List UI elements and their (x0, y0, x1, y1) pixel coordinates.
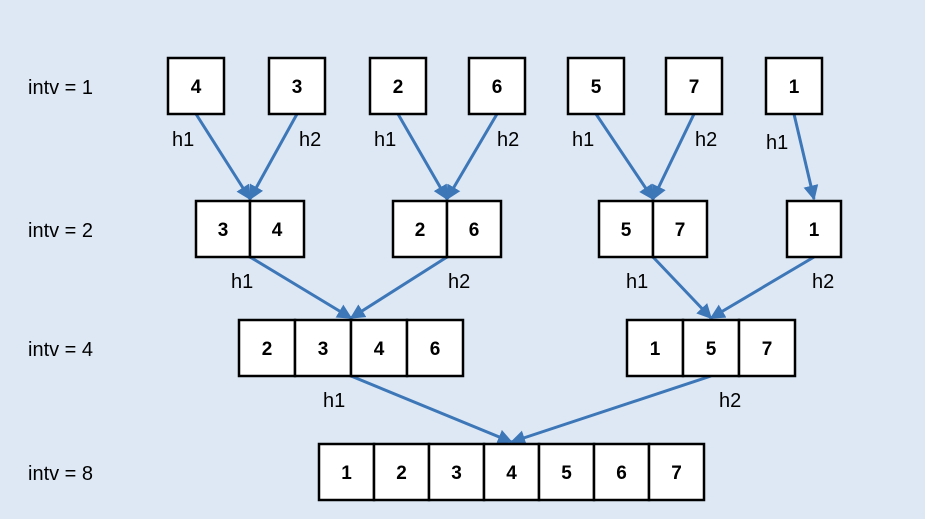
cell-value: 5 (706, 339, 717, 360)
h-label: h2 (812, 271, 834, 293)
cell-box (293, 318, 353, 378)
cell-group: 2 3 4 6 (237, 318, 465, 378)
cell-value: 6 (430, 339, 441, 360)
cell-value: 5 (561, 463, 572, 484)
cell-box (651, 199, 709, 259)
cell-value: 2 (415, 220, 426, 241)
cell-box (566, 56, 626, 116)
merge-arrow (350, 374, 513, 444)
row-label: intv = 1 (28, 77, 93, 99)
cell-box (166, 56, 226, 116)
cell-value: 2 (396, 463, 407, 484)
h-label: h1 (766, 132, 788, 154)
h-label: h2 (497, 129, 519, 151)
cell-box (248, 199, 306, 259)
cell-box (368, 56, 428, 116)
h-label: h1 (172, 129, 194, 151)
cell-box (445, 199, 503, 259)
cell-group: 1 (764, 56, 824, 116)
cell-value: 4 (506, 463, 517, 484)
cell-box (405, 318, 465, 378)
cell-box (647, 442, 706, 502)
cell-group: 1 (785, 199, 843, 259)
merge-arrow (445, 113, 499, 201)
cell-value: 3 (292, 77, 303, 98)
h-label: h1 (626, 271, 648, 293)
cell-box (349, 318, 409, 378)
h-label: h1 (572, 129, 594, 151)
cell-group: 1 5 7 (625, 318, 797, 378)
row-label: intv = 8 (28, 463, 93, 485)
cell-value: 5 (591, 77, 602, 98)
cell-box (372, 442, 431, 502)
merge-arrow (651, 255, 713, 320)
merge-arrow (248, 113, 299, 201)
merge-arrow (249, 255, 353, 320)
cell-box (482, 442, 541, 502)
cell-value: 1 (809, 220, 820, 241)
cell-group: 6 (467, 56, 527, 116)
cell-value: 4 (374, 339, 385, 360)
cell-value: 3 (218, 220, 229, 241)
cell-group: 5 (566, 56, 626, 116)
cell-box (681, 318, 741, 378)
cell-value: 6 (492, 77, 503, 98)
cell-group: 3 (267, 56, 327, 116)
cell-box (194, 199, 252, 259)
cell-box (625, 318, 685, 378)
merge-arrow (709, 255, 815, 320)
cell-value: 7 (671, 463, 682, 484)
cell-value: 2 (262, 339, 273, 360)
cell-value: 1 (341, 463, 352, 484)
cell-value: 4 (272, 220, 283, 241)
row-label: intv = 2 (28, 220, 93, 242)
h-label: h1 (374, 129, 396, 151)
merge-arrow (651, 113, 696, 201)
cell-value: 1 (789, 77, 800, 98)
h-label: h2 (299, 129, 321, 151)
cell-value: 7 (762, 339, 773, 360)
h-label: h2 (695, 129, 717, 151)
cell-group: 1 2 3 4 5 6 7 (317, 442, 706, 502)
cell-box (664, 56, 724, 116)
merge-arrow (349, 255, 448, 320)
cell-value: 1 (650, 339, 661, 360)
h-label: h1 (231, 271, 253, 293)
cell-box (592, 442, 651, 502)
cell-box (737, 318, 797, 378)
cell-box (467, 56, 527, 116)
cell-value: 7 (689, 77, 700, 98)
cell-value: 7 (675, 220, 686, 241)
merge-arrow (396, 113, 449, 201)
h-label: h2 (719, 390, 741, 412)
cell-group: 4 (166, 56, 226, 116)
merge-arrow (792, 113, 819, 201)
cell-box (267, 56, 327, 116)
cell-box (785, 199, 843, 259)
h-label: h1 (323, 390, 345, 412)
cell-value: 4 (191, 77, 202, 98)
row-label: intv = 4 (28, 339, 93, 361)
cell-value: 3 (451, 463, 462, 484)
cell-value: 6 (469, 220, 480, 241)
cell-box (764, 56, 824, 116)
cell-box (391, 199, 449, 259)
cell-box (317, 442, 376, 502)
cell-value: 2 (393, 77, 404, 98)
cell-value: 6 (616, 463, 627, 484)
cell-value: 5 (621, 220, 632, 241)
h-label: h2 (448, 271, 470, 293)
merge-arrow (594, 113, 655, 201)
merge-arrow (194, 113, 252, 201)
cell-group: 2 (368, 56, 428, 116)
cell-value: 3 (318, 339, 329, 360)
cell-box (597, 199, 655, 259)
merge-arrow (510, 374, 712, 445)
cell-group: 7 (664, 56, 724, 116)
